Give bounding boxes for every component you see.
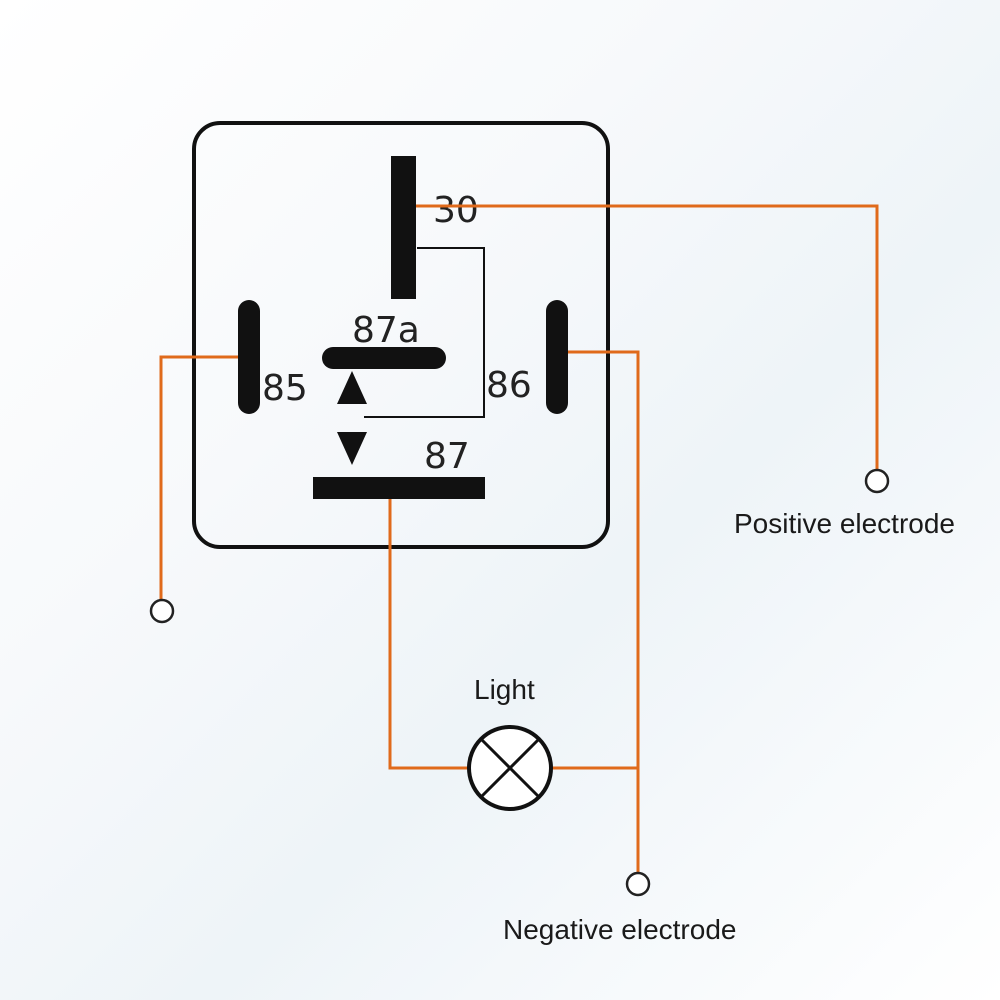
- pin-87a-bar: [322, 347, 446, 369]
- pin-30-bar: [391, 156, 416, 299]
- positive-terminal-circle-icon: [864, 468, 890, 494]
- relay-body: [192, 121, 610, 549]
- light-label: Light: [474, 674, 535, 705]
- pin-85-label: 85: [262, 368, 308, 409]
- internal-switch-link: [364, 247, 485, 418]
- arrow-up-icon: [337, 371, 367, 404]
- wire-87-lamp: [388, 499, 468, 770]
- pin-86-label: 86: [486, 365, 532, 406]
- positive-electrode-label: Positive electrode: [734, 508, 955, 539]
- wire-30-positive: [416, 204, 879, 469]
- pin-87-bar: [313, 477, 485, 499]
- lamp-icon: [467, 725, 553, 811]
- pin-30-label: 30: [433, 190, 479, 231]
- negative-terminal-circle-icon: [625, 871, 651, 897]
- arrow-down-icon: [337, 432, 367, 465]
- pin-86-bar: [546, 300, 568, 414]
- wire-86-negative: [568, 350, 640, 872]
- pin-85-bar: [238, 300, 260, 414]
- wire-85-terminal: [159, 355, 238, 599]
- pin-87-label: 87: [424, 436, 470, 477]
- left-terminal-circle-icon: [149, 598, 175, 624]
- negative-electrode-label: Negative electrode: [503, 914, 736, 945]
- pin-87a-label: 87a: [352, 310, 420, 351]
